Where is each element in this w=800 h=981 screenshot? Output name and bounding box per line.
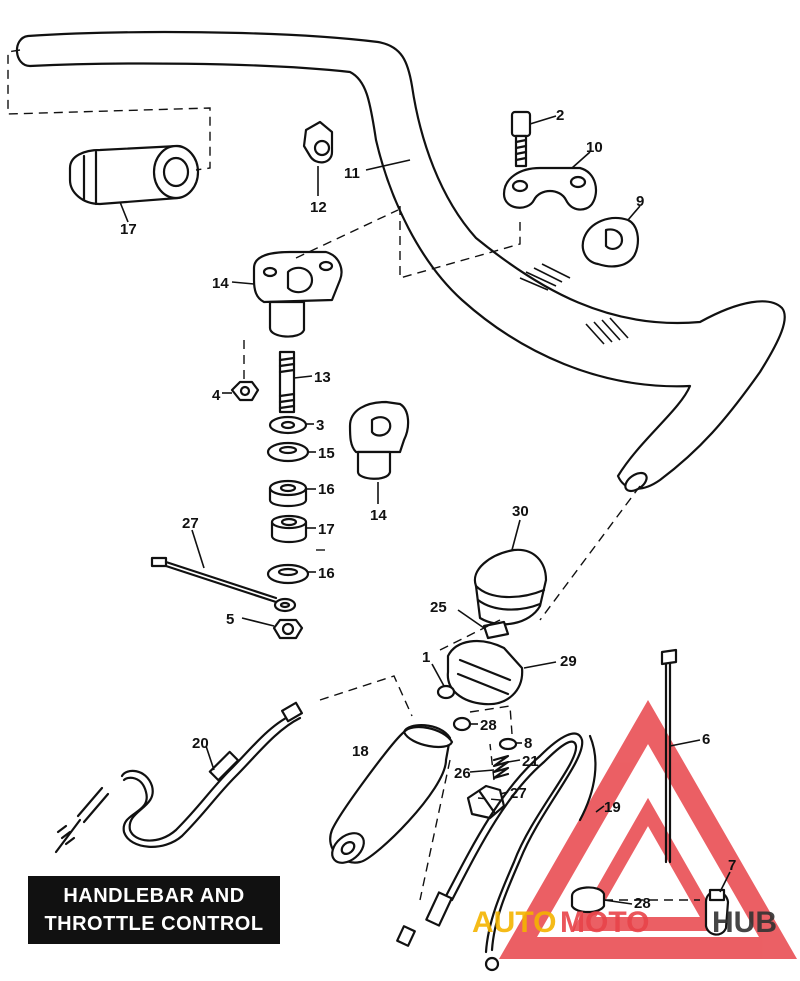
- callout-9: 9: [636, 193, 644, 210]
- callout-17-upper: 16: [318, 481, 335, 498]
- callout-labels: 2 10 9 11 12 17 14 13 4 3 15 16 17 16 14…: [120, 107, 736, 912]
- watermark-hub: HUB: [712, 906, 777, 939]
- part-26-screw: [452, 716, 478, 732]
- part-25-friction-adjuster: [466, 784, 509, 820]
- callout-18: 17: [120, 221, 137, 238]
- callout-3: 3: [316, 417, 324, 434]
- part-7-clip: [704, 871, 731, 936]
- callout-6: 6: [702, 731, 710, 748]
- part-16-washer-lower: [266, 563, 316, 585]
- part-13-stud: [278, 350, 313, 414]
- part-29-housing-lower: [446, 640, 557, 706]
- part-3-washer: [268, 415, 314, 435]
- callout-17-lower: 17: [318, 521, 335, 538]
- callout-16-lower: 16: [318, 565, 335, 582]
- part-6-rod: [660, 648, 701, 864]
- part-27-ground-strap: [150, 529, 297, 613]
- callout-19: 18: [352, 743, 369, 760]
- assembly-lines: [7, 49, 700, 901]
- callout-11: 11: [344, 165, 360, 182]
- diagram-title-line-2: THROTTLE CONTROL: [44, 913, 264, 935]
- part-18-left-grip: [68, 144, 200, 223]
- watermark-inner-triangle-icon: [571, 797, 725, 931]
- part-17-bushing-upper: [268, 479, 316, 508]
- callout-29: 29: [560, 653, 577, 670]
- part-4-nut: [222, 380, 260, 402]
- watermark-triangle-icon: [498, 699, 798, 959]
- callout-20: 19: [604, 799, 621, 816]
- part-19-throttle-grip: [329, 724, 454, 864]
- callout-15: 14: [212, 275, 229, 292]
- callout-24: 26: [454, 765, 471, 782]
- callout-21: 20: [192, 735, 209, 752]
- part-2-bolt: [510, 110, 557, 168]
- part-15-riser: [231, 250, 343, 338]
- part-22-spring: [492, 754, 521, 780]
- part-23-spacer: [457, 609, 510, 640]
- part-12-clamp: [302, 120, 334, 196]
- part-24-leader: [469, 769, 495, 773]
- callout-1: 1: [422, 649, 430, 666]
- watermark-logo: [498, 699, 798, 959]
- callout-23: 25: [430, 599, 447, 616]
- part-10-upper-clamp: [502, 151, 598, 211]
- part-17-bushing-lower: [270, 514, 316, 544]
- part-11-handlebar: [15, 30, 786, 493]
- part-8-washer: [498, 737, 522, 751]
- callout-13: 13: [314, 369, 331, 386]
- callout-16-upper: 15: [318, 445, 335, 462]
- callout-14: 14: [370, 507, 387, 524]
- part-20-idle-cable: [396, 732, 605, 972]
- part-16-washer-upper: [266, 441, 316, 463]
- callout-8: 8: [524, 735, 532, 752]
- diagram-title-box: HANDLEBAR AND THROTTLE CONTROL: [28, 876, 280, 944]
- callout-27: 27: [182, 515, 199, 532]
- callout-12: 12: [310, 199, 327, 216]
- callout-30: 30: [512, 503, 529, 520]
- diagram-title-line-1: HANDLEBAR AND: [63, 885, 245, 907]
- part-14-riser: [348, 400, 410, 504]
- part-1-screw: [431, 663, 456, 700]
- callout-5: 5: [226, 611, 234, 628]
- part-30-housing-upper: [473, 519, 548, 626]
- callout-28: 28: [634, 895, 651, 912]
- callout-10: 10: [586, 139, 603, 156]
- watermark-text: AUTO MOTO HUB: [472, 906, 777, 939]
- callout-25: 27: [510, 785, 527, 802]
- watermark-auto: AUTO: [472, 906, 556, 939]
- watermark-moto: MOTO: [560, 906, 649, 939]
- part-5-nut: [241, 617, 304, 640]
- callout-22: 21: [522, 753, 539, 770]
- callout-2: 2: [556, 107, 564, 124]
- part-21-throttle-cable: [54, 701, 304, 854]
- callout-7: 7: [728, 857, 736, 874]
- callout-4: 4: [212, 387, 221, 404]
- part-9-clamp-half: [581, 205, 641, 268]
- callout-26: 28: [480, 717, 497, 734]
